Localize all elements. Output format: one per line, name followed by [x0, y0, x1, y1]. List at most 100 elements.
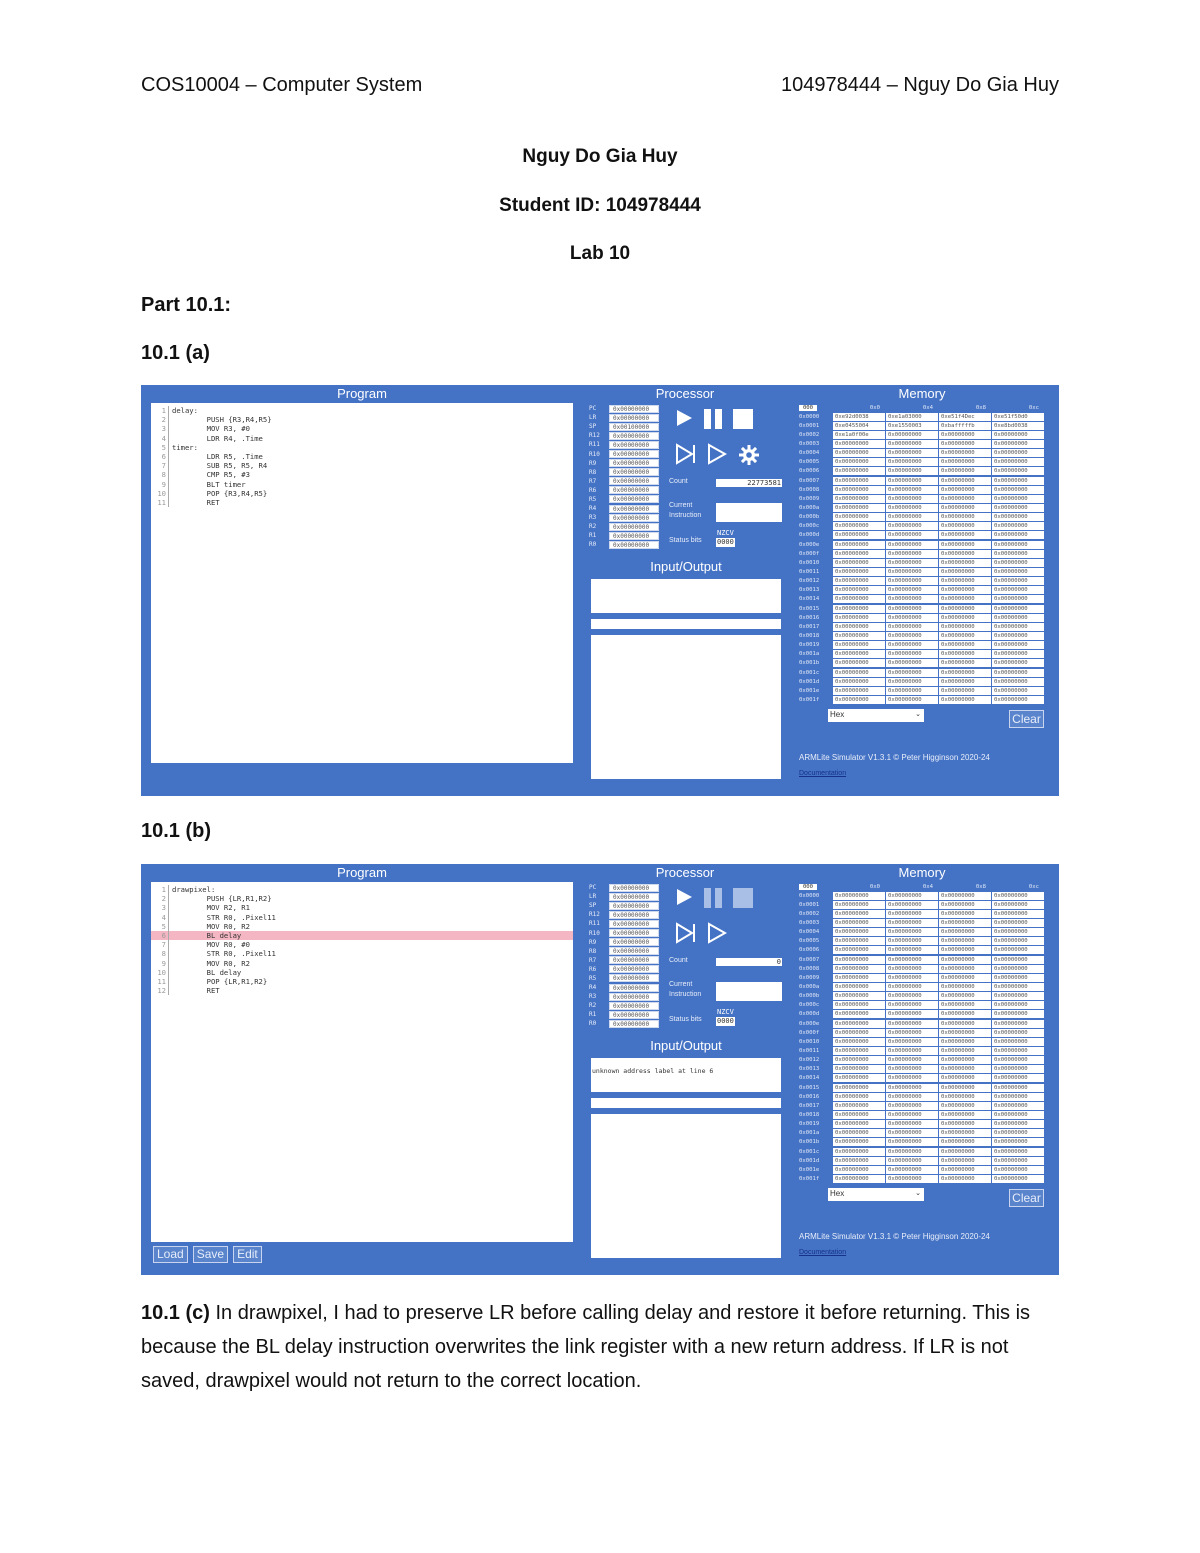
code-line[interactable]: 10 BL delay: [151, 967, 573, 977]
register-value[interactable]: 0x00000000: [609, 1019, 659, 1028]
code-line[interactable]: 7 MOV R0, #0: [151, 940, 573, 950]
memory-word: 0x00000000: [939, 613, 991, 622]
register-value[interactable]: 0x00000000: [609, 992, 659, 1001]
step-over-icon[interactable]: [707, 922, 728, 949]
play-icon[interactable]: [675, 888, 693, 911]
pause-icon[interactable]: [703, 409, 723, 434]
code-line[interactable]: 4 LDR R4, .Time: [151, 433, 573, 443]
code-line[interactable]: 8 CMP R5, #3: [151, 470, 573, 480]
code-line[interactable]: 2 PUSH {LR,R1,R2}: [151, 894, 573, 904]
register-value[interactable]: 0x00000000: [609, 513, 659, 522]
count-field[interactable]: 22773581: [716, 479, 782, 487]
register-value[interactable]: 0x00000000: [609, 892, 659, 901]
register-value[interactable]: 0x00000000: [609, 486, 659, 495]
register-value[interactable]: 0x00000000: [609, 413, 659, 422]
count-field[interactable]: 0: [716, 958, 782, 966]
memory-word: 0x00000000: [833, 1010, 885, 1019]
code-line[interactable]: 3 MOV R3, #0: [151, 424, 573, 434]
register-value[interactable]: 0x00000000: [609, 540, 659, 549]
code-line[interactable]: 11 RET: [151, 497, 573, 508]
memory-format-select[interactable]: Hex⌄: [828, 709, 924, 722]
code-line[interactable]: 5 MOV R0, R2: [151, 921, 573, 931]
register-value[interactable]: 0x00000000: [609, 440, 659, 449]
step-over-icon[interactable]: [707, 443, 728, 470]
register-value[interactable]: 0x00000000: [609, 477, 659, 486]
code-line[interactable]: 6 LDR R5, .Time: [151, 451, 573, 462]
memory-address: 0x0015: [799, 1084, 820, 1091]
code-line[interactable]: 9 MOV R0, R2: [151, 958, 573, 968]
register-value[interactable]: 0x00000000: [609, 929, 659, 938]
step-icon[interactable]: [675, 443, 697, 470]
register-value[interactable]: 0x00000000: [609, 910, 659, 919]
documentation-link[interactable]: Documentation: [799, 1249, 847, 1256]
register-name: R9: [589, 459, 597, 467]
io-input-field[interactable]: [591, 619, 781, 629]
register-value[interactable]: 0x00000000: [609, 974, 659, 983]
memory-word: 0x00000000: [833, 449, 885, 458]
code-line[interactable]: 3 MOV R2, R1: [151, 903, 573, 913]
clear-button[interactable]: Clear: [1009, 1189, 1044, 1207]
stop-icon[interactable]: [733, 409, 753, 434]
register-value[interactable]: 0x00000000: [609, 531, 659, 540]
edit-button[interactable]: Edit: [233, 1246, 262, 1263]
register-name: R0: [589, 1020, 597, 1028]
register-value[interactable]: 0x00000000: [609, 431, 659, 440]
register-value[interactable]: 0x00000000: [609, 883, 659, 892]
code-line[interactable]: 11 POP {LR,R1,R2}: [151, 976, 573, 987]
memory-page-field[interactable]: 000: [799, 883, 817, 890]
code-line[interactable]: 2 PUSH {R3,R4,R5}: [151, 415, 573, 425]
code-line[interactable]: 7 SUB R5, R5, R4: [151, 461, 573, 471]
line-number: 12: [151, 986, 169, 996]
register-value[interactable]: 0x00000000: [609, 450, 659, 459]
memory-format-select[interactable]: Hex⌄: [828, 1188, 924, 1201]
load-button[interactable]: Load: [153, 1246, 188, 1263]
register-value[interactable]: 0x00100000: [609, 422, 659, 431]
clear-button[interactable]: Clear: [1009, 710, 1044, 728]
memory-word: 0x00000000: [992, 909, 1044, 918]
register-value[interactable]: 0x00000000: [609, 1001, 659, 1010]
documentation-link[interactable]: Documentation: [799, 770, 847, 777]
step-icon[interactable]: [675, 922, 697, 949]
register-value[interactable]: 0x00000000: [609, 947, 659, 956]
register-value[interactable]: 0x00000000: [609, 983, 659, 992]
code-line[interactable]: 9 BLT timer: [151, 479, 573, 489]
register-value[interactable]: 0x00000000: [609, 459, 659, 468]
pause-icon[interactable]: [703, 888, 723, 913]
register-value[interactable]: 0x00000000: [609, 468, 659, 477]
register-value[interactable]: 0x00000000: [609, 919, 659, 928]
current-instruction-field[interactable]: [716, 503, 782, 522]
register-value[interactable]: 0x00000000: [609, 901, 659, 910]
stop-icon[interactable]: [733, 888, 753, 913]
register-value[interactable]: 0x00000000: [609, 956, 659, 965]
code-line[interactable]: 8 STR R0, .Pixel11: [151, 949, 573, 959]
save-button[interactable]: Save: [192, 1246, 229, 1263]
code-line[interactable]: 10 POP {R3,R4,R5}: [151, 488, 573, 498]
code-text: MOV R3, #0: [172, 424, 250, 434]
register-value[interactable]: 0x00000000: [609, 938, 659, 947]
register-value[interactable]: 0x00000000: [609, 404, 659, 413]
register-value[interactable]: 0x00000000: [609, 1010, 659, 1019]
play-icon[interactable]: [675, 409, 693, 432]
current-instruction-field[interactable]: [716, 982, 782, 1001]
code-line[interactable]: 6 BL delay: [151, 930, 573, 941]
register-value[interactable]: 0x00000000: [609, 965, 659, 974]
memory-address: 0x001a: [799, 1130, 820, 1137]
memory-page-field[interactable]: 000: [799, 404, 817, 411]
code-line[interactable]: 4 STR R0, .Pixel11: [151, 912, 573, 922]
register-value[interactable]: 0x00000000: [609, 522, 659, 531]
code-line[interactable]: 12 RET: [151, 986, 573, 996]
io-input-field[interactable]: [591, 1098, 781, 1108]
register-value[interactable]: 0x00000000: [609, 504, 659, 513]
register-value[interactable]: 0x00000000: [609, 495, 659, 504]
gear-icon[interactable]: [739, 445, 759, 470]
